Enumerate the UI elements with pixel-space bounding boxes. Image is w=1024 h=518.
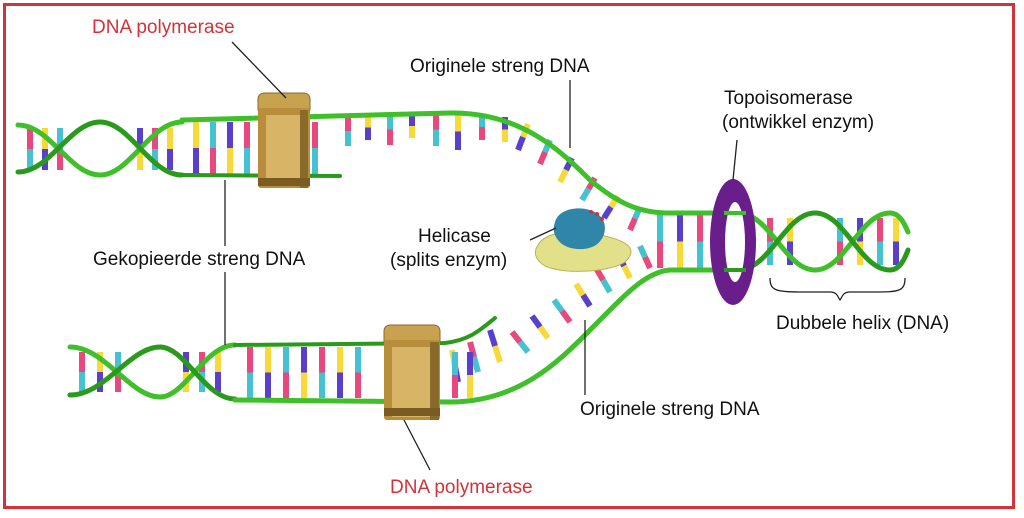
label-topoisomerase-1: Topoisomerase	[724, 88, 853, 109]
bottom-helix-strand-b	[67, 344, 238, 402]
base-pair	[621, 264, 633, 280]
leader-lines	[224, 41, 906, 471]
bottom-helix-strand-a	[67, 342, 238, 400]
base-pair	[537, 325, 551, 340]
polymerase-clamp-icon	[383, 324, 441, 420]
base-pair	[579, 187, 592, 202]
diagram-frame	[3, 3, 1015, 509]
top-helix-strand-a	[15, 119, 185, 178]
label-original-bottom: Originele streng DNA	[580, 399, 760, 420]
base-pair	[559, 309, 573, 324]
leader-polymerase-bottom	[403, 419, 431, 471]
base-pair	[487, 329, 498, 347]
leader-polymerase-top	[231, 41, 287, 99]
polymerase-clamp-icon	[257, 92, 311, 188]
right-helix-strand-a	[735, 210, 911, 273]
base-pair	[467, 341, 477, 358]
label-original-top: Originele streng DNA	[410, 56, 590, 77]
label-helicase-2: (splits enzym)	[390, 250, 508, 271]
label-polymerase-top: DNA polymerase	[92, 17, 235, 38]
bottom-lower-backbone	[232, 267, 741, 405]
base-pair	[642, 255, 653, 270]
base-pair	[557, 168, 569, 184]
base-pair	[517, 340, 531, 354]
base-pair	[637, 244, 648, 259]
label-copied: Gekopieerde streng DNA	[93, 249, 306, 270]
base-pair	[509, 330, 523, 344]
label-polymerase-bottom: DNA polymerase	[390, 477, 533, 498]
label-double-helix: Dubbele helix (DNA)	[776, 313, 950, 334]
base-pair	[601, 205, 614, 220]
leader-helicase	[529, 227, 557, 241]
dna-backbones	[15, 110, 911, 405]
topoisomerase-ring-icon	[710, 179, 756, 305]
base-pair	[515, 135, 526, 152]
base-pair	[471, 356, 481, 373]
base-pair	[580, 293, 593, 308]
leader-topoisomerase	[732, 139, 738, 181]
base-pair	[627, 217, 638, 232]
helicase-enzyme-icon	[534, 208, 632, 272]
label-topoisomerase-2: (ontwikkel enzym)	[722, 112, 875, 133]
label-helicase-1: Helicase	[418, 226, 491, 247]
base-pair	[551, 298, 565, 313]
right-helix-strand-b	[735, 210, 911, 273]
top-upper-backbone	[179, 110, 741, 216]
base-pair	[492, 345, 503, 363]
top-helix-strand-b	[15, 119, 185, 178]
base-pair	[537, 150, 548, 166]
double-helix-brace	[769, 277, 906, 301]
bottom-upper-backbone	[233, 316, 497, 347]
base-pair	[573, 282, 586, 297]
base-pair	[529, 314, 543, 329]
base-pair	[600, 278, 613, 294]
